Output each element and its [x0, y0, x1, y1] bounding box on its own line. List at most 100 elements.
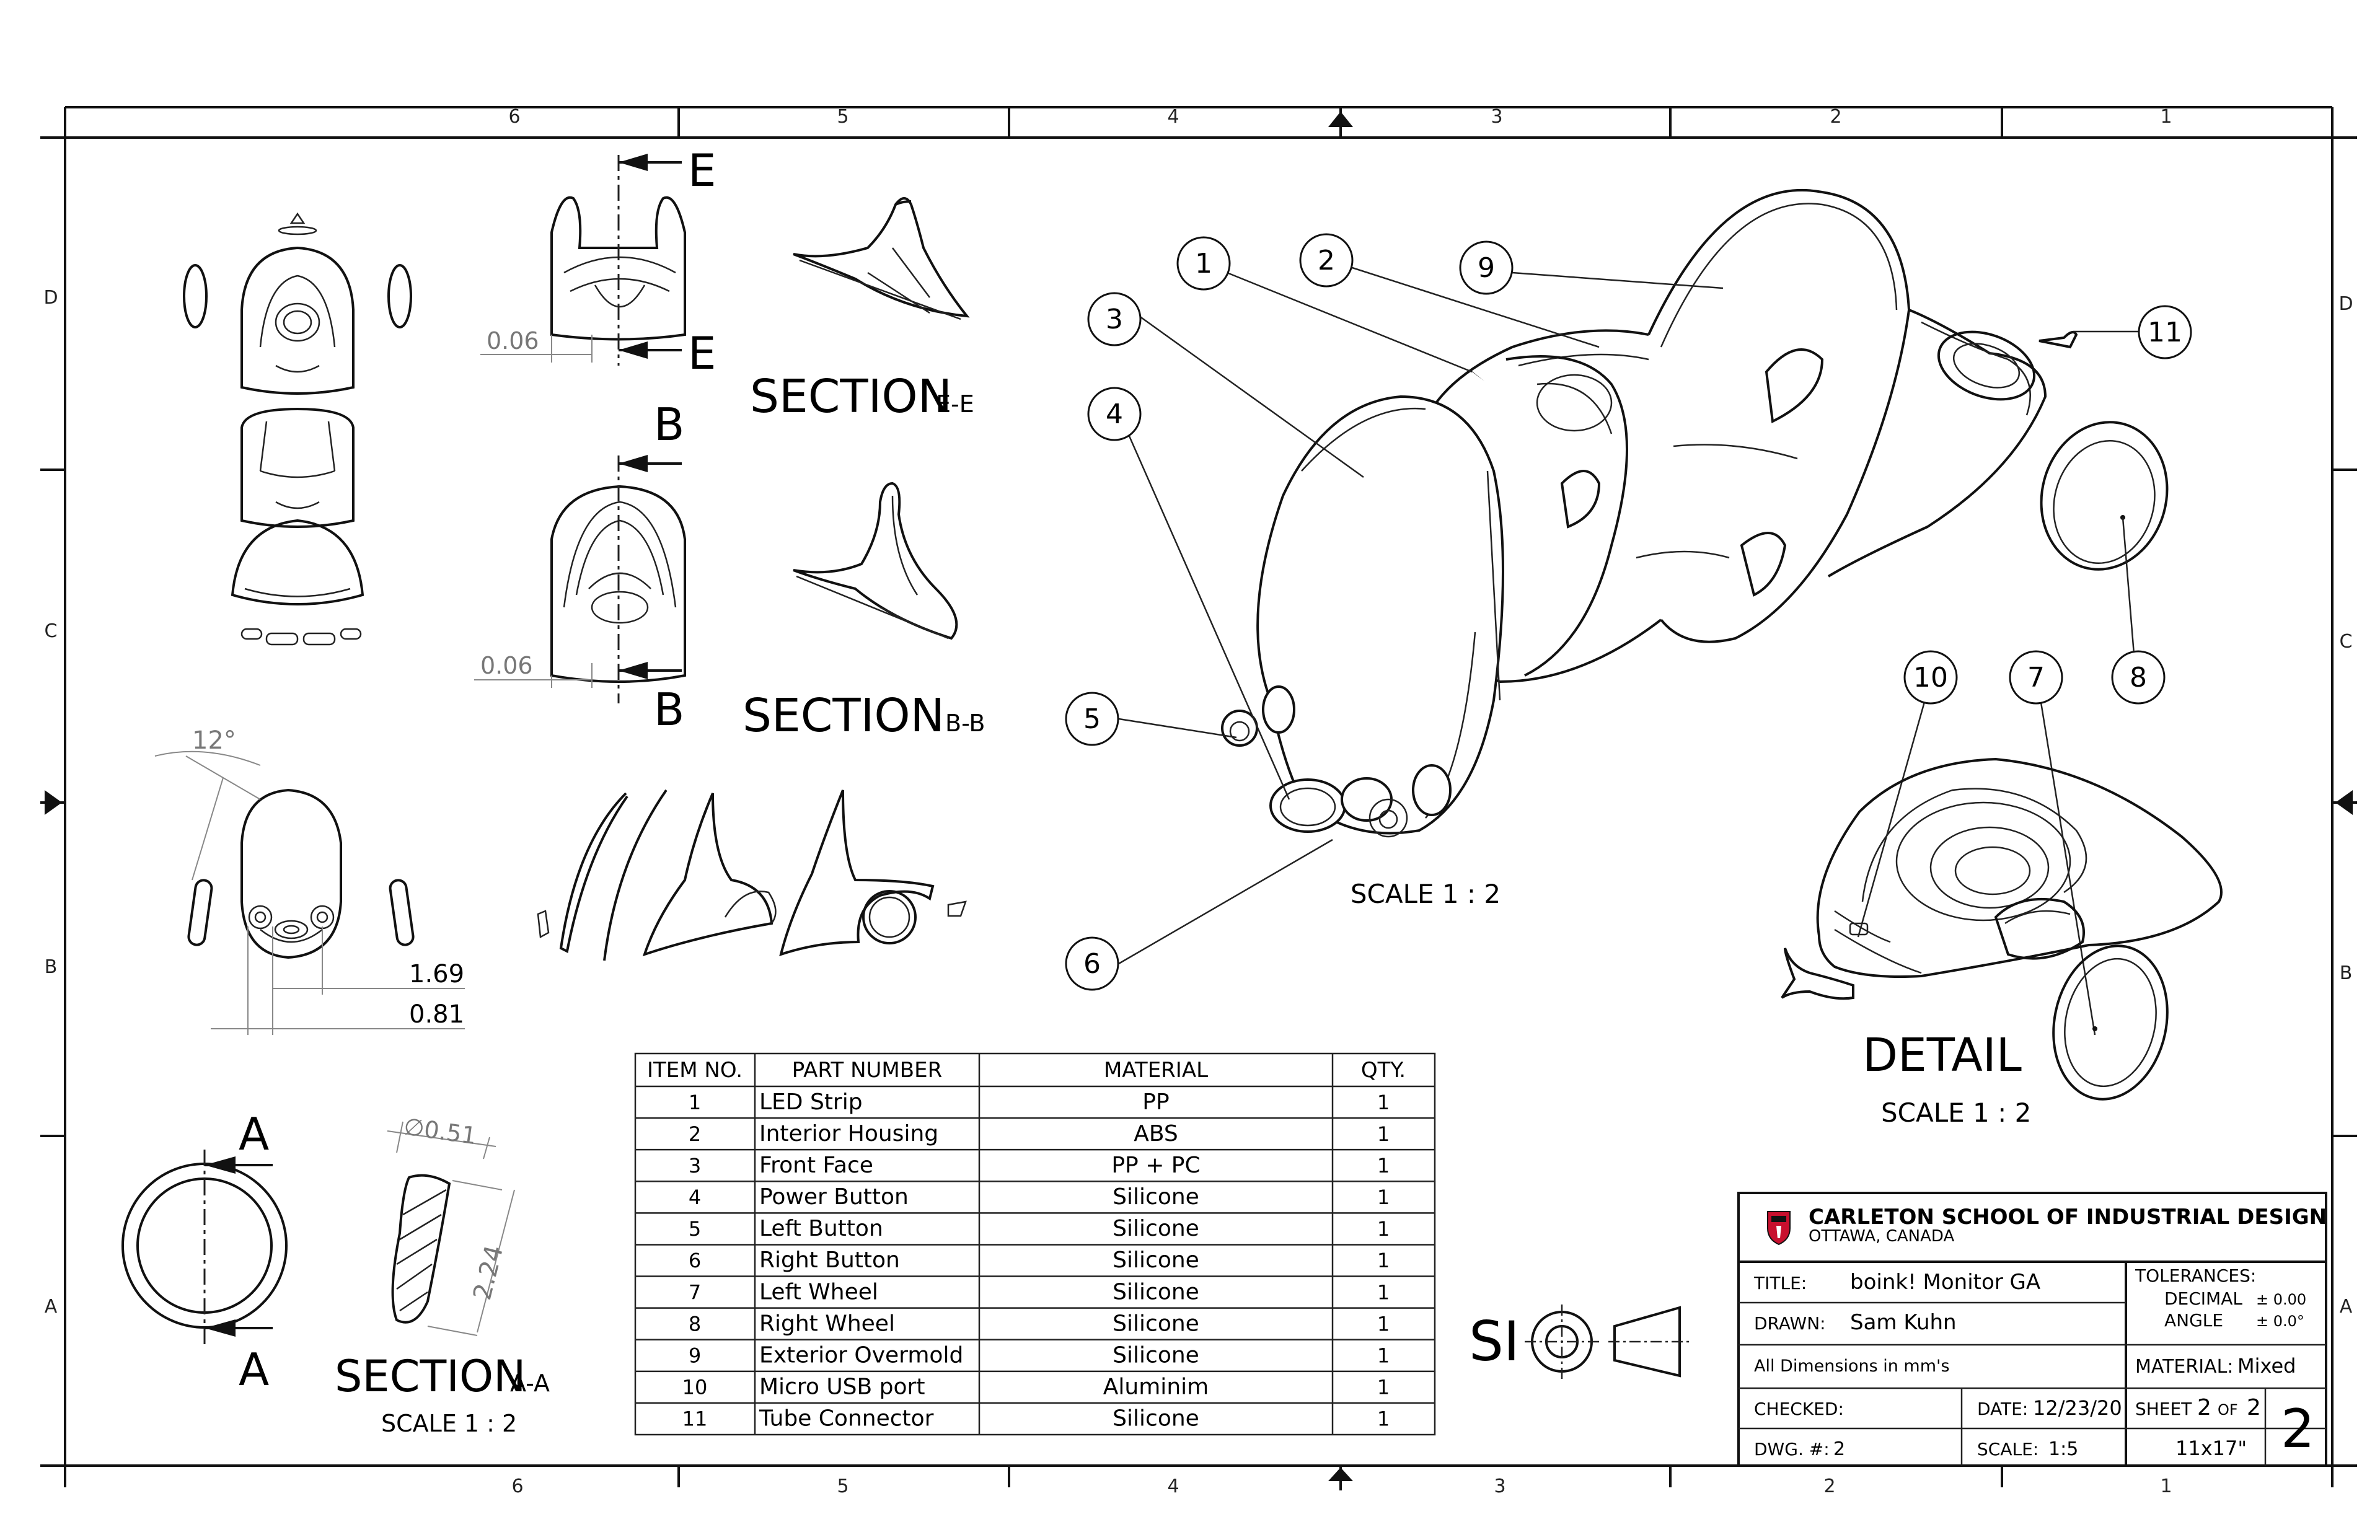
cut-letter-b-top: B — [654, 398, 684, 451]
iso-scale-label: SCALE 1 : 2 — [1351, 879, 1501, 909]
bom-cell-material: PP + PC — [1111, 1153, 1200, 1178]
balloon-6: 6 — [1065, 936, 1119, 991]
bom-cell-part: Left Wheel — [759, 1279, 878, 1305]
balloon-3: 3 — [1087, 292, 1142, 346]
bom-cell-item: 4 — [689, 1186, 701, 1209]
balloon-2: 2 — [1299, 233, 1354, 288]
bom-cell-material: PP — [1142, 1089, 1169, 1115]
bom-cell-qty: 1 — [1377, 1154, 1390, 1177]
bom-cell-qty: 1 — [1377, 1344, 1390, 1368]
svg-text:7: 7 — [2027, 662, 2045, 693]
bom-cell-material: Silicone — [1113, 1343, 1199, 1368]
bom-cell-item: 5 — [689, 1217, 701, 1241]
bom-cell-item: 1 — [689, 1091, 701, 1114]
bom-cell-material: Silicone — [1113, 1279, 1199, 1305]
bom-cell-part: LED Strip — [759, 1089, 863, 1115]
bom-cell-item: 3 — [689, 1154, 701, 1177]
sheet-value: 2 — [2197, 1395, 2211, 1420]
section-aa-scale: SCALE 1 : 2 — [381, 1410, 517, 1437]
section-aa-suffix: A-A — [510, 1370, 550, 1397]
tol-angle-value: ± 0.0° — [2256, 1313, 2304, 1330]
scale-label: SCALE: — [1977, 1439, 2038, 1459]
bom-cell-part: Interior Housing — [759, 1121, 938, 1146]
balloon-5: 5 — [1065, 692, 1119, 746]
detail-title: DETAIL — [1862, 1029, 2022, 1082]
zone-row-c-right: C — [2340, 631, 2353, 653]
bom-cell-item: 10 — [682, 1376, 708, 1399]
balloon-10: 10 — [1903, 650, 1958, 705]
bom-cell-qty: 1 — [1377, 1280, 1390, 1304]
zone-col-2-bottom: 2 — [1823, 1476, 1835, 1497]
isometric-exploded-view — [1221, 188, 2169, 838]
bom-cell-item: 8 — [689, 1312, 701, 1335]
bom-cell-qty: 1 — [1377, 1186, 1390, 1209]
section-ee-source-view: E E 0.06 — [480, 144, 716, 379]
scale-value: 1:5 — [2048, 1438, 2078, 1460]
projection-symbol: SI — [1469, 1305, 1689, 1379]
projection-label: SI — [1469, 1309, 1520, 1373]
bom-cell-part: Right Button — [759, 1247, 900, 1273]
tolerances-label: TOLERANCES: — [2135, 1265, 2256, 1286]
bom-cell-material: ABS — [1134, 1121, 1178, 1146]
zone-row-b: B — [45, 956, 58, 978]
title-label: TITLE: — [1753, 1273, 1807, 1293]
material-label: MATERIAL: — [2135, 1356, 2233, 1378]
zone-col-6-bottom: 6 — [511, 1476, 523, 1497]
zone-col-2: 2 — [1830, 106, 1841, 128]
section-bb-title: SECTION — [743, 689, 945, 742]
zone-row-b-right: B — [2340, 962, 2353, 984]
section-bb-view: SECTION B-B — [743, 482, 985, 742]
school-location: OTTAWA, CANADA — [1809, 1227, 1954, 1246]
zone-row-a-right: A — [2340, 1296, 2353, 1318]
date-label: DATE: — [1977, 1399, 2028, 1419]
bom-cell-part: Micro USB port — [759, 1375, 925, 1400]
bom-cell-qty: 1 — [1377, 1407, 1390, 1431]
bom-header-item: ITEM NO. — [647, 1058, 743, 1083]
section-bb-suffix: B-B — [945, 710, 985, 737]
svg-text:2: 2 — [1318, 245, 1335, 276]
school-logo — [1767, 1211, 1791, 1246]
bom-cell-qty: 1 — [1377, 1091, 1390, 1114]
paper-size: 11x17" — [2175, 1437, 2247, 1460]
dim-d2: 0.81 — [409, 1000, 464, 1029]
drawn-label: DRAWN: — [1754, 1313, 1826, 1334]
zone-col-3-bottom: 3 — [1494, 1476, 1505, 1497]
balloon-4: 4 — [1087, 387, 1142, 441]
bom-cell-material: Silicone — [1113, 1184, 1199, 1210]
svg-text:3: 3 — [1106, 304, 1123, 335]
section-ee-title: SECTION — [750, 370, 952, 423]
bom-cell-part: Left Button — [759, 1216, 883, 1241]
bom-cell-material: Aluminim — [1103, 1375, 1209, 1400]
zone-row-d-right: D — [2338, 293, 2353, 315]
zone-row-d: D — [43, 287, 58, 309]
side-view: 12° 1.69 0.81 — [154, 726, 465, 1035]
bom-cell-qty: 1 — [1377, 1312, 1390, 1335]
bom-header-part: PART NUMBER — [792, 1058, 942, 1083]
svg-text:9: 9 — [1478, 252, 1495, 284]
section-bb-source-view: B B 0.06 — [474, 398, 686, 736]
balloons: 1 2 9 3 4 11 5 6 10 7 8 — [1065, 233, 2192, 991]
dwg-label: DWG. #: — [1754, 1439, 1830, 1459]
svg-text:5: 5 — [1083, 703, 1101, 735]
zone-col-1-bottom: 1 — [2160, 1476, 2172, 1497]
balloon-1: 1 — [1176, 236, 1231, 291]
tol-decimal-value: ± 0.00 — [2256, 1291, 2306, 1308]
revision-number: 2 — [2281, 1398, 2315, 1460]
title-block: CARLETON SCHOOL OF INDUSTRIAL DESIGN OTT… — [1737, 1192, 2327, 1467]
svg-text:1: 1 — [1195, 248, 1212, 279]
zone-col-6: 6 — [508, 106, 520, 128]
section-ee-suffix: E-E — [936, 390, 974, 418]
dim-d1: 1.69 — [409, 960, 464, 988]
bom-cell-qty: 1 — [1377, 1376, 1390, 1399]
dim-len: 2.24 — [468, 1243, 509, 1303]
section-aa-group: A A ∅0.51 2.24 SECTION A-A SCALE 1 : 2 — [121, 1108, 550, 1437]
material-value: Mixed — [2237, 1354, 2296, 1378]
cut-letter-a-top: A — [239, 1108, 269, 1160]
detail-view: DETAIL SCALE 1 : 2 — [1781, 757, 2223, 1128]
zone-col-4: 4 — [1167, 106, 1179, 128]
sheet-of-label: OF — [2218, 1401, 2238, 1419]
zone-col-3: 3 — [1491, 106, 1502, 128]
balloon-8: 8 — [2111, 650, 2166, 705]
sheet-total: 2 — [2247, 1395, 2261, 1420]
